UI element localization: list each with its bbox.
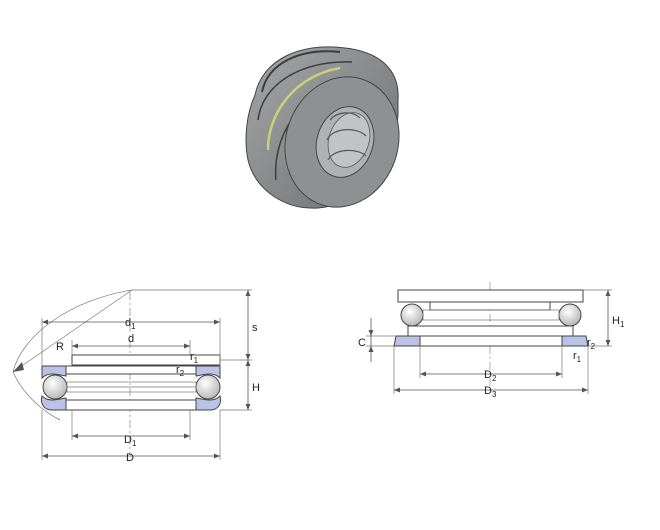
label-s: s — [252, 322, 258, 334]
left-ball-right — [195, 374, 221, 400]
right-arrow-H1-b — [605, 340, 611, 346]
right-seat-ring-left — [393, 335, 421, 347]
left-arrow-d1-r — [214, 319, 220, 325]
left-housing-washer-bottom-right — [195, 395, 221, 411]
right-arrow-D2-l — [420, 371, 426, 377]
bearing-bore-ring-1 — [329, 112, 361, 121]
right-shaft-washer — [397, 289, 584, 303]
right-seat-ring-mid — [419, 335, 563, 347]
label-C: C — [358, 337, 366, 349]
label-r2-left: r2 — [176, 364, 185, 378]
left-arrow-d-r — [184, 343, 190, 349]
left-housing-washer-top-left — [41, 365, 67, 380]
left-arrow-H-t — [245, 360, 251, 366]
label-r1-left: r1 — [190, 351, 199, 365]
label-H1: H1 — [612, 315, 625, 329]
bearing-3d-illustration — [245, 46, 400, 209]
left-housing-washer-top-mid — [65, 365, 197, 375]
left-arrow-d-l — [72, 343, 78, 349]
right-cage — [422, 309, 560, 321]
right-shaft-washer-body — [429, 301, 551, 311]
left-arrow-D-r — [214, 453, 220, 459]
left-housing-washer-bottom-mid — [65, 399, 197, 411]
right-arrow-D2-r — [556, 371, 562, 377]
right-ball-left — [400, 303, 424, 327]
left-arrow-D-l — [42, 453, 48, 459]
label-r2-right: r2 — [587, 337, 596, 351]
label-R: R — [56, 341, 64, 353]
right-arrow-H1-t — [605, 290, 611, 296]
left-ball-left — [42, 374, 68, 400]
label-d1: d1 — [125, 317, 136, 331]
right-arrow-C-b — [368, 346, 374, 352]
right-ball-right — [558, 303, 582, 327]
right-arrow-D3-l — [394, 387, 400, 393]
left-arrow-s-t — [245, 290, 251, 296]
left-section-view: d1 d R r1 r2 s H D1 D — [12, 289, 260, 464]
right-arrow-C-t — [368, 330, 374, 336]
left-arrow-s-b — [245, 354, 251, 360]
left-radius-arrow — [13, 362, 24, 372]
left-arrow-H-b — [245, 404, 251, 410]
left-arrow-D1-l — [72, 433, 78, 439]
label-H: H — [252, 382, 260, 394]
left-cage — [66, 381, 197, 393]
label-D: D — [126, 452, 134, 464]
left-arrow-d1-l — [42, 319, 48, 325]
bearing-bore-ring-3 — [327, 149, 367, 161]
left-housing-washer-top-right — [195, 365, 221, 380]
bearing-bore-ring-2 — [326, 129, 367, 141]
left-radius-leader — [12, 289, 133, 373]
bearing-cage-stripe — [266, 66, 341, 151]
label-D3: D3 — [484, 385, 497, 399]
left-arrow-D1-r — [184, 433, 190, 439]
right-seat-ring-right — [561, 335, 589, 347]
label-r1-right: r1 — [573, 350, 582, 364]
right-arrow-D3-r — [582, 387, 588, 393]
label-D1: D1 — [124, 434, 137, 448]
right-section-view: H1 C r2 r1 D2 D3 — [358, 282, 625, 399]
bearing-bore-inner — [327, 112, 371, 168]
bearing-groove-1 — [261, 50, 341, 93]
right-housing-washer-body — [407, 325, 574, 337]
left-radius-arc — [12, 289, 133, 421]
label-D2: D2 — [484, 369, 497, 383]
label-d: d — [128, 333, 134, 345]
bearing-groove-2 — [257, 61, 353, 121]
